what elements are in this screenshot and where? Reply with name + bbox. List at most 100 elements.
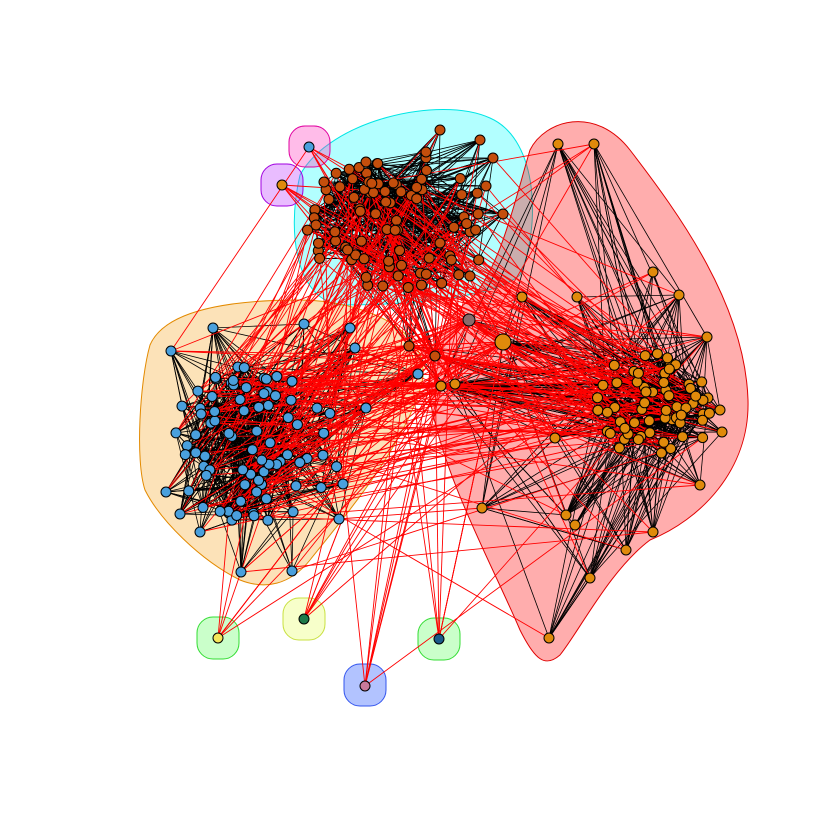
edge-within	[695, 336, 708, 397]
node-orange	[290, 480, 302, 492]
node-cyan	[473, 254, 485, 266]
edge-within	[557, 143, 635, 372]
edge-between	[244, 383, 456, 412]
node-orange	[199, 450, 211, 462]
edge-between	[275, 178, 354, 396]
node-red	[673, 289, 685, 301]
node-cyan	[360, 271, 372, 283]
edge-between	[237, 366, 704, 415]
edge-within	[426, 170, 462, 195]
node-orange	[251, 486, 263, 498]
node-orange	[260, 373, 272, 385]
node-pink-singleton	[359, 680, 371, 692]
node-cyan	[416, 279, 427, 291]
edge-between	[187, 319, 470, 447]
node-cyan	[389, 224, 401, 236]
edge-between	[202, 357, 668, 508]
edge-between	[237, 345, 410, 368]
node-red	[716, 426, 728, 438]
node-red	[677, 431, 689, 443]
node-orange	[253, 474, 265, 486]
edge-within	[481, 421, 621, 509]
edge-between	[303, 319, 470, 620]
node-cyan	[391, 215, 402, 226]
edge-within	[675, 294, 680, 365]
node-orange	[333, 513, 345, 525]
edge-within	[195, 434, 324, 456]
node-cyan	[323, 193, 335, 205]
edge-within	[548, 413, 704, 639]
node-red	[597, 379, 609, 391]
edge-between	[315, 224, 647, 393]
node-cyan	[420, 268, 432, 280]
node-red	[584, 572, 596, 584]
edge-between	[199, 432, 650, 533]
node-cyan	[436, 277, 448, 289]
node-orange	[337, 478, 349, 490]
edge-within	[521, 296, 653, 393]
node-cyan	[313, 237, 324, 249]
edge-within	[240, 407, 367, 573]
network-nodes	[160, 124, 728, 692]
edge-between	[313, 217, 681, 424]
edge-between	[439, 242, 615, 366]
node-orange	[258, 466, 270, 478]
node-orange	[262, 514, 274, 526]
edge-between	[170, 350, 665, 374]
node-red	[640, 386, 652, 398]
node-orange	[190, 447, 202, 459]
edge-between	[454, 274, 460, 385]
node-orange	[237, 464, 249, 476]
edge-between	[240, 383, 456, 573]
edge-within	[165, 417, 289, 493]
node-red	[619, 422, 631, 434]
node-orange	[176, 400, 188, 412]
node-cyan	[354, 205, 366, 217]
edge-within	[454, 143, 559, 385]
node-cyan	[448, 221, 460, 233]
edge-between	[276, 143, 595, 377]
edge-between	[441, 282, 523, 298]
node-cyan	[358, 253, 370, 265]
node-cyan	[360, 156, 372, 168]
edge-within	[652, 271, 704, 401]
node-cyan	[472, 208, 484, 220]
edge-between	[434, 283, 443, 357]
edge-between	[416, 186, 680, 296]
edge-between	[454, 319, 470, 385]
node-cyan	[318, 176, 330, 188]
node-cyan	[330, 167, 342, 179]
edge-between	[308, 146, 456, 385]
edge-between	[335, 240, 441, 387]
edge-between	[434, 139, 481, 357]
edge-within	[706, 336, 721, 411]
node-red	[647, 526, 659, 538]
edge-within	[481, 507, 627, 551]
edge-between	[197, 385, 441, 392]
node-red	[435, 380, 447, 392]
node-red	[703, 407, 715, 419]
node-orange	[170, 427, 182, 439]
node-orange	[258, 388, 270, 400]
node-orange	[214, 505, 226, 517]
edge-between	[240, 531, 654, 573]
node-orange	[238, 362, 250, 374]
node-orange	[264, 437, 276, 449]
node-orange	[238, 405, 250, 417]
node-orange	[412, 368, 424, 380]
edge-within	[204, 399, 292, 457]
node-red	[714, 404, 726, 416]
node-orange	[294, 457, 306, 468]
edge-within	[668, 336, 708, 396]
node-red	[549, 432, 561, 444]
edge-between	[236, 515, 654, 533]
edge-between	[231, 217, 315, 437]
node-cyan	[368, 187, 379, 199]
edge-between	[349, 258, 365, 329]
edge-within	[240, 511, 294, 573]
node-red	[592, 392, 603, 404]
node-cyan	[403, 340, 415, 352]
node-orange	[262, 399, 274, 411]
edge-between	[303, 341, 504, 620]
edge-within	[589, 432, 651, 579]
